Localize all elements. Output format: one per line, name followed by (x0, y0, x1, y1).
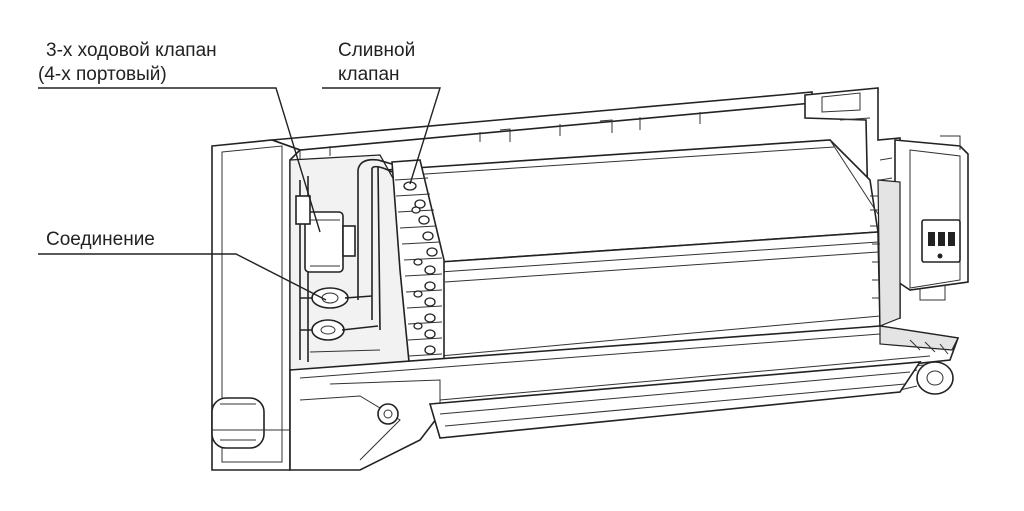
leader-drain (322, 87, 441, 185)
left-end-cover (211, 139, 302, 471)
label-connection: Соединение (46, 229, 155, 250)
socket-hole-mid (938, 232, 945, 246)
louver-blade (428, 361, 922, 439)
label-3way-valve-line2: (4-х портовый) (38, 64, 167, 85)
leader-valve (38, 87, 321, 233)
leader-lines (38, 87, 441, 301)
socket-hole-left (928, 232, 935, 246)
fan-motor-cap (899, 361, 954, 395)
connection-fitting-upper (311, 287, 349, 309)
electrical-box (894, 135, 969, 301)
socket-screw (937, 253, 943, 259)
label-drain-valve-line2: клапан (338, 64, 400, 85)
label-3way-valve-line1: 3-х ходовой клапан (46, 40, 217, 61)
label-drain-valve-line1: Сливной (338, 40, 415, 61)
leader-connection (38, 253, 327, 301)
drain-opening (211, 397, 265, 449)
socket-hole-right (948, 232, 955, 246)
connection-fitting-lower (311, 319, 345, 341)
coil-header (391, 159, 445, 373)
heat-exchanger (383, 139, 901, 367)
